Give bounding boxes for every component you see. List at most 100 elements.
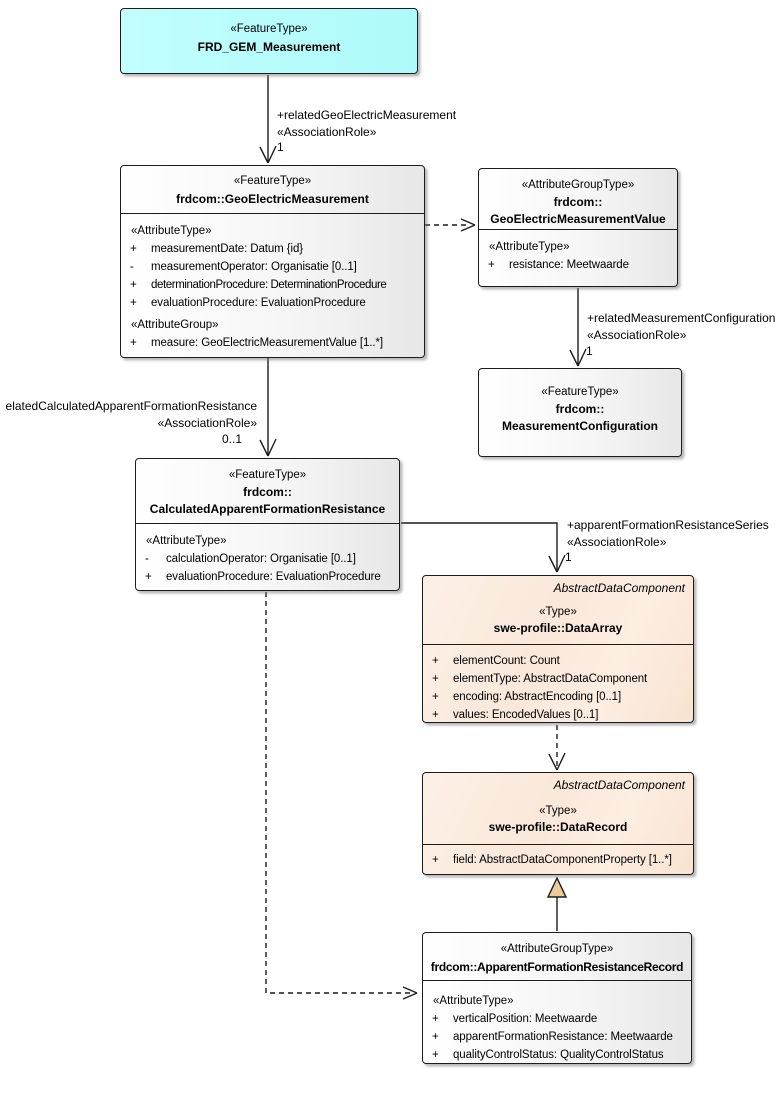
- multiplicity-label[interactable]: 1: [586, 344, 593, 358]
- association-stereotype: «AssociationRole»: [587, 328, 687, 342]
- association-label-related-calculated-apparent-formation-resistance[interactable]: elatedCalculatedApparentFormationResista…: [6, 398, 257, 432]
- attribute-row: + encoding: AbstractEncoding [0..1]: [423, 688, 693, 706]
- connector-dataarray-datarecord-dependency[interactable]: [548, 725, 566, 771]
- parent-class-label: AbstractDataComponent: [553, 778, 685, 792]
- class-name-line1: frdcom::: [555, 402, 605, 416]
- class-name-line1: frdcom::: [243, 485, 292, 499]
- class-box-swe-data-array[interactable]: AbstractDataComponent «Type» swe-profile…: [422, 575, 694, 723]
- attribute-row: + resistance: Meetwaarde: [479, 256, 677, 274]
- attribute-row: + evaluationProcedure: EvaluationProcedu…: [121, 294, 424, 312]
- attribute-text: determinationProcedure: DeterminationPro…: [151, 279, 387, 291]
- class-box-swe-data-record[interactable]: AbstractDataComponent «Type» swe-profile…: [422, 772, 694, 875]
- compartment-separator: [136, 523, 399, 524]
- visibility-marker: +: [130, 297, 137, 309]
- compartment-separator: [423, 844, 693, 845]
- connector-apparent-formation-resistance-series[interactable]: [401, 522, 566, 573]
- visibility-marker: +: [130, 279, 137, 291]
- attribute-text: measure: GeoElectricMeasurementValue [1.…: [151, 337, 383, 349]
- multiplicity-label[interactable]: 1: [565, 550, 572, 564]
- visibility-marker: +: [432, 709, 439, 721]
- visibility-marker: +: [130, 243, 137, 255]
- stereotype-label: «AttributeGroupType»: [500, 943, 614, 955]
- visibility-marker: +: [432, 1031, 439, 1043]
- class-box-measurement-configuration[interactable]: «FeatureType» frdcom:: MeasurementConfig…: [478, 368, 682, 457]
- attribute-section-header: «AttributeType»: [131, 225, 212, 237]
- stereotype-label: «FeatureType»: [541, 386, 619, 398]
- class-box-frd-gem-measurement[interactable]: «FeatureType» FRD_GEM_Measurement: [120, 8, 418, 74]
- class-name: swe-profile::DataRecord: [488, 820, 628, 834]
- connector-related-calculated-apparent-formation-resistance[interactable]: [259, 358, 277, 457]
- attribute-row: - measurementOperator: Organisatie [0..1…: [121, 258, 424, 276]
- attribute-section-header: «AttributeType»: [146, 535, 227, 547]
- attribute-text: elementCount: Count: [453, 655, 560, 667]
- association-label-apparent-formation-resistance-series[interactable]: +apparentFormationResistanceSeries «Asso…: [567, 517, 769, 551]
- class-box-calculated-apparent-formation-resistance[interactable]: «FeatureType» frdcom:: CalculatedApparen…: [135, 458, 400, 591]
- compartment-separator: [121, 213, 424, 214]
- attribute-row: + verticalPosition: Meetwaarde: [423, 1010, 691, 1028]
- attribute-text: values: EncodedValues [0..1]: [453, 709, 599, 721]
- attribute-row: - calculationOperator: Organisatie [0..1…: [136, 550, 399, 568]
- attribute-text: encoding: AbstractEncoding [0..1]: [453, 691, 622, 703]
- attribute-row: + elementType: AbstractDataComponent: [423, 670, 693, 688]
- stereotype-label: «AttributeGroupType»: [521, 179, 635, 191]
- class-name-line1: frdcom::: [553, 195, 603, 209]
- attribute-text: field: AbstractDataComponentProperty [1.…: [453, 854, 672, 866]
- class-box-apparent-formation-resistance-record[interactable]: «AttributeGroupType» frdcom::ApparentFor…: [422, 932, 692, 1064]
- attribute-row: + values: EncodedValues [0..1]: [423, 706, 693, 724]
- parent-class-label: AbstractDataComponent: [553, 581, 685, 595]
- role-name: +relatedMeasurementConfiguration: [587, 311, 776, 325]
- multiplicity-label[interactable]: 1: [277, 140, 284, 154]
- stereotype-label: «FeatureType»: [228, 469, 307, 481]
- visibility-marker: +: [432, 673, 439, 685]
- association-stereotype: «AssociationRole»: [567, 535, 667, 549]
- class-name-line2: GeoElectricMeasurementValue: [490, 212, 666, 226]
- visibility-marker: +: [432, 691, 439, 703]
- attribute-text: measurementDate: Datum {id}: [151, 243, 303, 255]
- class-name: frdcom::ApparentFormationResistanceRecor…: [430, 960, 684, 974]
- attribute-row: + apparentFormationResistance: Meetwaard…: [423, 1028, 691, 1046]
- association-stereotype: «AssociationRole»: [157, 416, 257, 430]
- multiplicity-label[interactable]: 0..1: [221, 432, 242, 446]
- association-label-related-geo-electric-measurement[interactable]: +relatedGeoElectricMeasurement «Associat…: [277, 107, 456, 141]
- visibility-marker: +: [432, 1013, 439, 1025]
- visibility-marker: +: [488, 259, 495, 271]
- compartment-separator: [423, 644, 693, 645]
- visibility-marker: +: [130, 337, 137, 349]
- visibility-marker: +: [145, 571, 152, 583]
- attribute-text: verticalPosition: Meetwaarde: [453, 1013, 598, 1025]
- attribute-text: qualityControlStatus: QualityControlStat…: [453, 1049, 664, 1061]
- class-box-geo-electric-measurement[interactable]: «FeatureType» frdcom::GeoElectricMeasure…: [120, 165, 425, 358]
- role-name: +relatedGeoElectricMeasurement: [277, 108, 457, 122]
- visibility-marker: -: [145, 553, 149, 565]
- attribute-text: evaluationProcedure: EvaluationProcedure: [166, 571, 381, 583]
- visibility-marker: +: [432, 1049, 439, 1061]
- class-box-geo-electric-measurement-value[interactable]: «AttributeGroupType» frdcom:: GeoElectri…: [478, 168, 678, 287]
- connector-calculated-afr-record-dependency[interactable]: [265, 592, 418, 1000]
- compartment-separator: [423, 980, 691, 981]
- attribute-row: + measure: GeoElectricMeasurementValue […: [121, 334, 424, 352]
- visibility-marker: -: [130, 261, 134, 273]
- role-name: +apparentFormationResistanceSeries: [567, 518, 769, 532]
- stereotype-label: «Type»: [539, 805, 577, 817]
- connector-measure-dependency[interactable]: [425, 218, 476, 232]
- attribute-row: + evaluationProcedure: EvaluationProcedu…: [136, 568, 399, 586]
- class-name-line2: CalculatedApparentFormationResistance: [149, 502, 386, 516]
- attribute-row: + qualityControlStatus: QualityControlSt…: [423, 1046, 691, 1064]
- attribute-text: evaluationProcedure: EvaluationProcedure: [151, 297, 366, 309]
- attribute-section-header: «AttributeType»: [433, 995, 514, 1007]
- attribute-row: + measurementDate: Datum {id}: [121, 240, 424, 258]
- connector-generalization-afr-record-datarecord[interactable]: [546, 876, 568, 931]
- attribute-row: + determinationProcedure: DeterminationP…: [121, 276, 424, 294]
- class-name-line2: MeasurementConfiguration: [501, 419, 658, 433]
- association-label-related-measurement-configuration[interactable]: +relatedMeasurementConfiguration «Associ…: [587, 310, 775, 344]
- compartment-separator: [479, 229, 677, 230]
- connector-related-geo-electric-measurement[interactable]: [259, 75, 277, 164]
- connector-related-measurement-configuration[interactable]: [569, 288, 587, 367]
- attribute-text: resistance: Meetwaarde: [509, 259, 629, 271]
- role-name: elatedCalculatedApparentFormationResista…: [5, 399, 257, 413]
- attribute-section-header: «AttributeType»: [489, 241, 570, 253]
- attribute-text: apparentFormationResistance: Meetwaarde: [453, 1031, 673, 1043]
- attribute-text: measurementOperator: Organisatie [0..1]: [151, 261, 357, 273]
- class-name: FRD_GEM_Measurement: [197, 40, 341, 54]
